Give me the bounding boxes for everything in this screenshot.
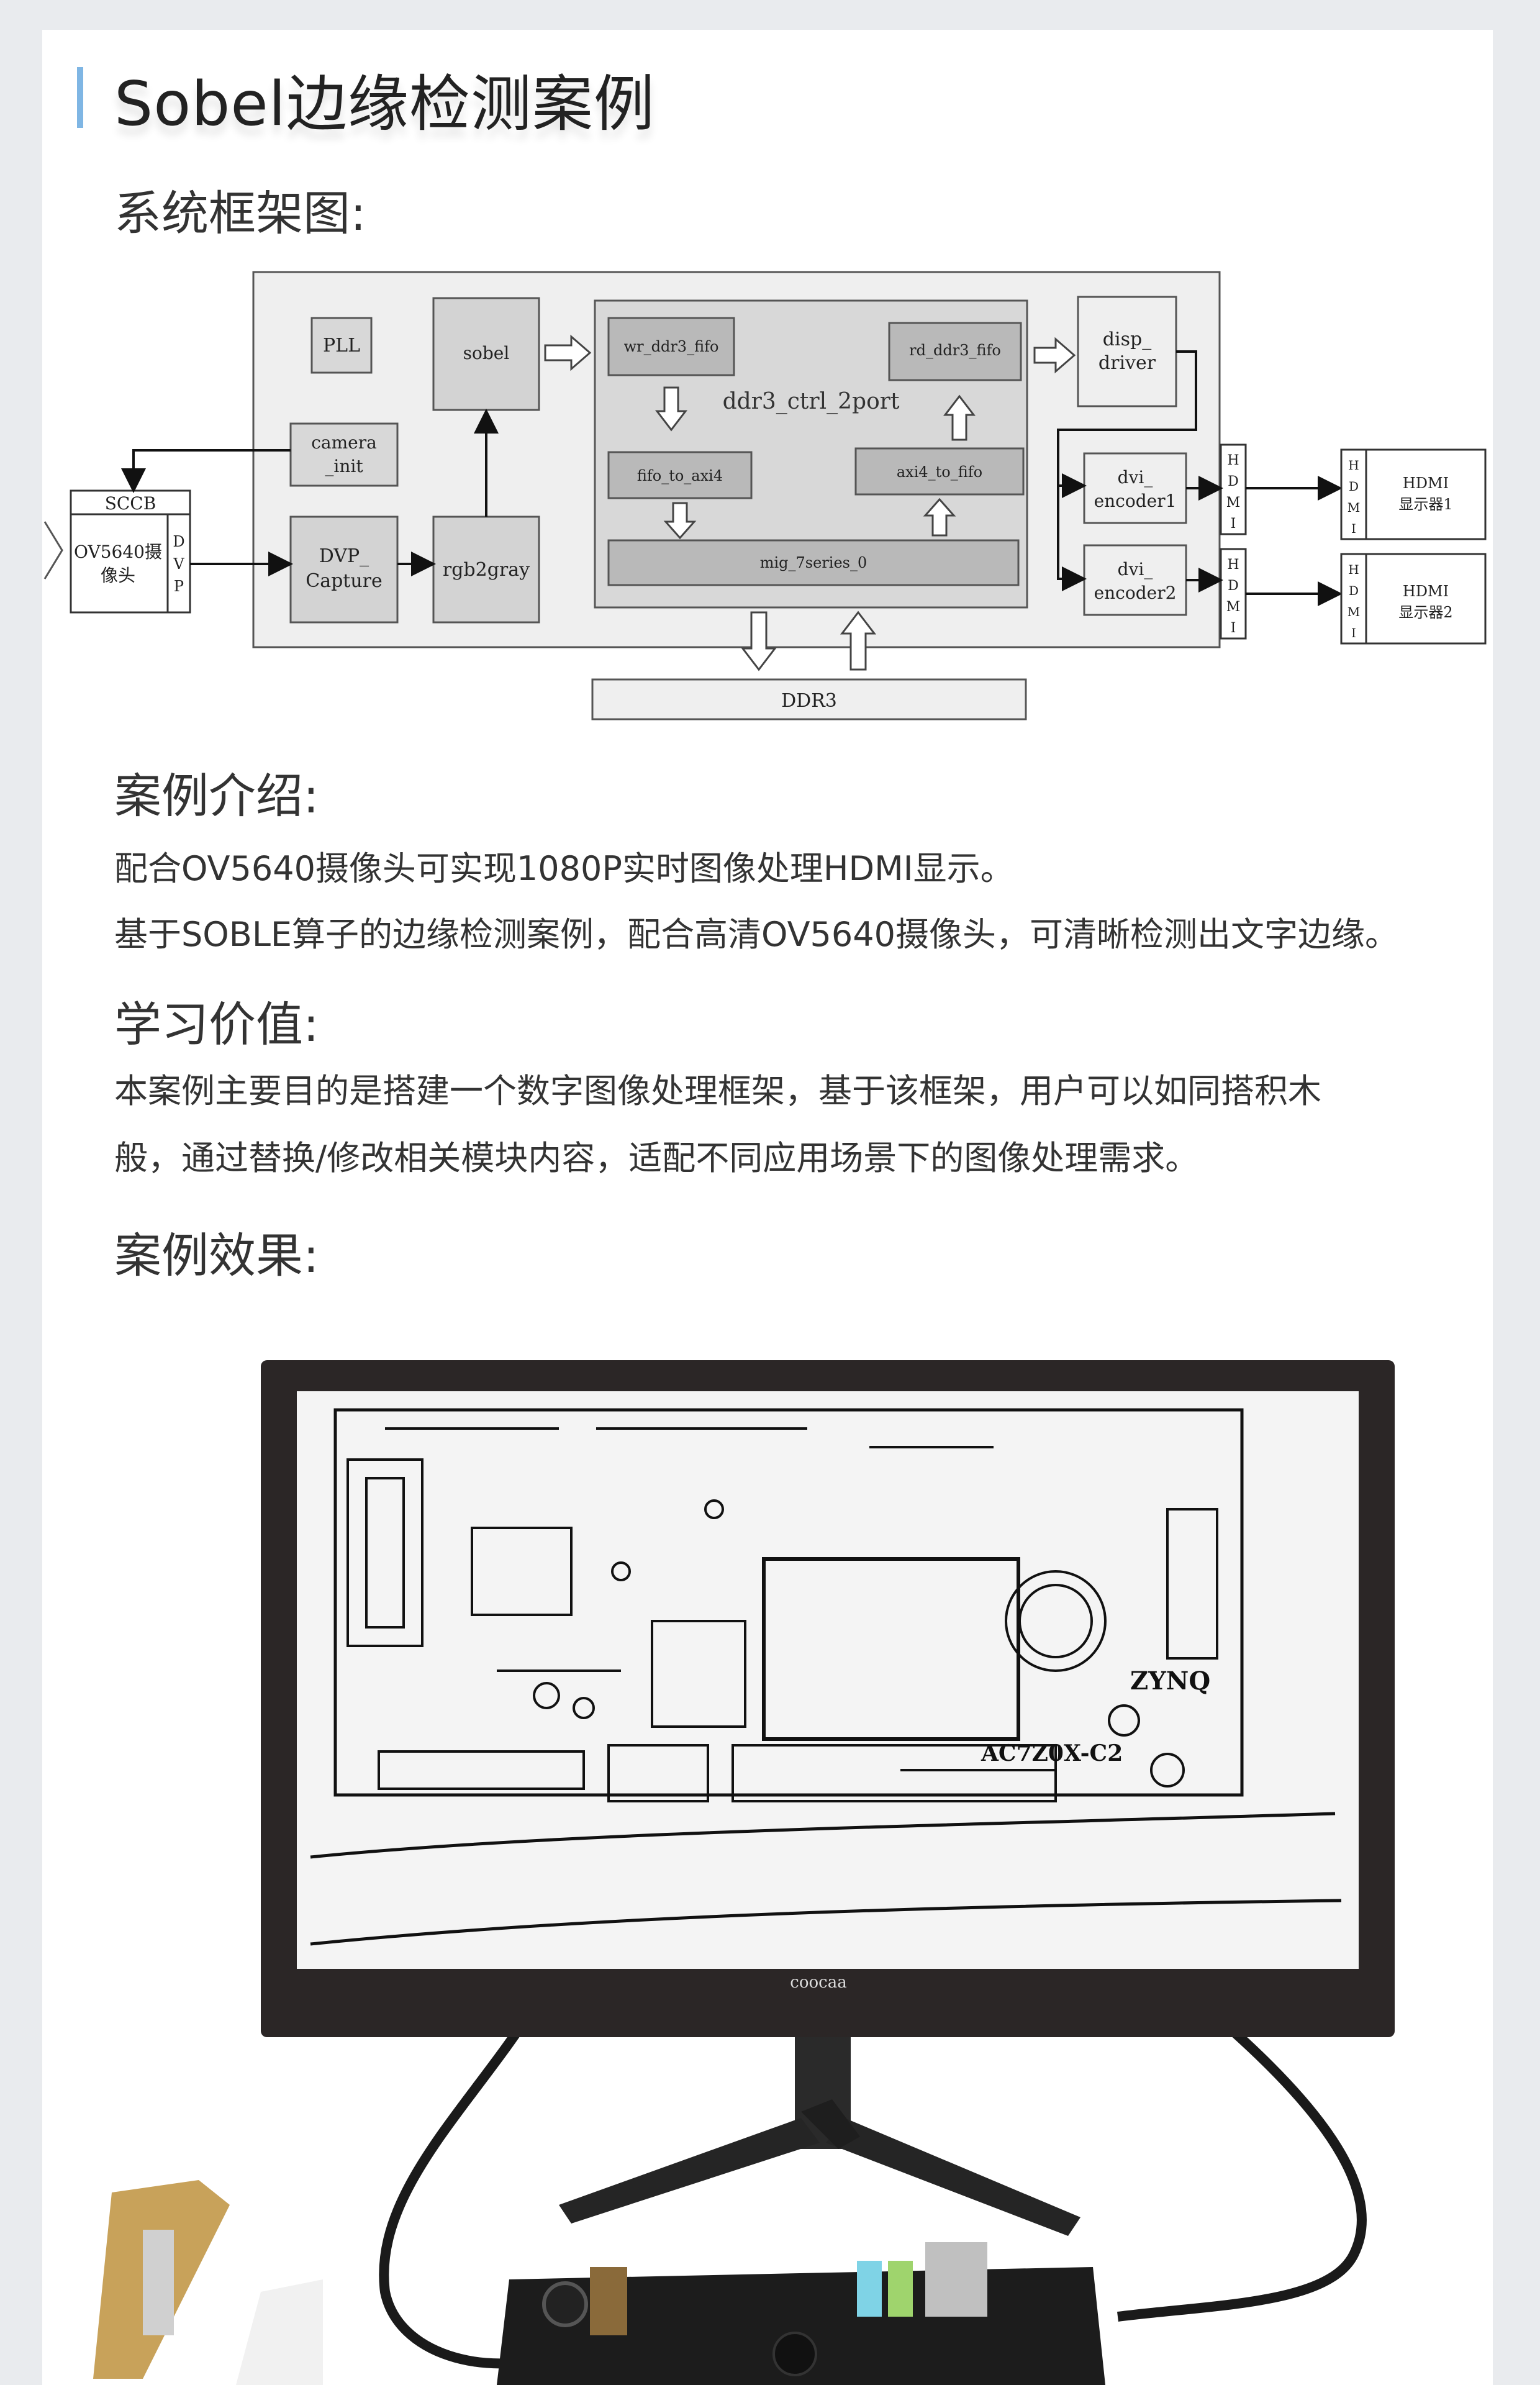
hdmi1-i: I <box>1231 516 1236 532</box>
hdmi2-m: M <box>1226 599 1241 615</box>
display2-m: M <box>1348 604 1360 619</box>
monitor-stand-leg-right <box>826 2118 1080 2236</box>
page-title: Sobel边缘检测案例 <box>114 69 655 140</box>
board-camera-module <box>590 2267 627 2335</box>
wr-fifo-block <box>607 317 735 376</box>
board-label-model: AC7Z0X-C2 <box>981 1740 1123 1766</box>
disp-driver-label-2: driver <box>1098 352 1156 374</box>
section-effect-heading: 案例效果: <box>114 1228 319 1283</box>
section-framework-heading: 系统框架图: <box>114 186 366 241</box>
display2-h: H <box>1348 562 1359 577</box>
hdmi-cable-left <box>379 2003 561 2369</box>
display1-i: I <box>1351 521 1356 536</box>
hdmi-cable-right <box>1117 2002 1367 2322</box>
effect-photo: coocaa ZYNQ AC7Z0X-C2 <box>93 1360 1395 2385</box>
title-accent-bar <box>77 67 83 128</box>
hdmi2-i: I <box>1231 620 1236 636</box>
pll-block <box>310 317 373 374</box>
rgb2gray-label: rgb2gray <box>443 559 530 581</box>
display2-label-2: 显示器2 <box>1398 604 1452 621</box>
sobel-label: sobel <box>463 343 510 363</box>
display1-label-1: HDMI <box>1403 475 1449 492</box>
fifo-to-axi4-block <box>607 451 753 499</box>
side-board-connector <box>143 2230 174 2335</box>
display2-d: D <box>1349 583 1359 598</box>
ov5640-camera-block <box>70 489 191 614</box>
section-value-heading: 学习价值: <box>114 997 319 1052</box>
pll-label: PLL <box>323 335 360 357</box>
dvp-v-label-p: P <box>174 578 184 595</box>
rd-fifo-label: rd_ddr3_fifo <box>909 342 1001 359</box>
axi4-to-fifo-block <box>854 447 1025 496</box>
sobel-block <box>432 297 540 411</box>
ov5640-label-2: 像头 <box>101 565 135 586</box>
dvp-v-label-d: D <box>173 533 184 550</box>
hdmi1-d: D <box>1228 474 1239 489</box>
dvi-encoder2-label-2: encoder2 <box>1094 583 1177 603</box>
board-label-zynq: ZYNQ <box>1130 1666 1210 1696</box>
hdmi-display1 <box>1340 448 1487 540</box>
wr-fifo-label: wr_ddr3_fifo <box>624 338 719 355</box>
sccb-label: SCCB <box>105 493 156 514</box>
disp-driver-block <box>1077 296 1177 407</box>
dvi-encoder1-label-2: encoder1 <box>1094 491 1177 511</box>
display2-i: I <box>1351 625 1356 640</box>
rd-fifo-block <box>888 322 1022 381</box>
sobel-edge-board-image <box>310 1408 1342 1946</box>
camera-init-block <box>289 422 399 487</box>
board-ethernet-port <box>925 2242 987 2317</box>
ov5640-label-1: OV5640摄 <box>74 542 162 562</box>
ddr3-block <box>591 678 1027 720</box>
hdmi1-m: M <box>1226 495 1241 511</box>
display1-d: D <box>1349 479 1359 494</box>
dvi-encoder2-label-1: dvi_ <box>1118 559 1153 579</box>
section-intro-heading: 案例介绍: <box>114 768 319 824</box>
fifo-to-axi4-label: fifo_to_axi4 <box>637 467 723 484</box>
display2-label-1: HDMI <box>1403 583 1449 600</box>
mig-block <box>607 539 1020 586</box>
value-line-1: 本案例主要目的是搭建一个数字图像处理框架，基于该框架，用户可以如同搭积木 <box>114 1071 1321 1111</box>
disp-driver-label-1: disp_ <box>1103 329 1151 350</box>
display1-m: M <box>1348 500 1360 515</box>
camera-init-label-2: _init <box>325 456 363 476</box>
dvp-capture-label-1: DVP_ <box>319 545 369 567</box>
camera-lens-shape <box>43 521 63 579</box>
dvp-capture-block <box>289 516 399 624</box>
value-line-2: 般，通过替换/修改相关模块内容，适配不同应用场景下的图像处理需求。 <box>114 1138 1199 1178</box>
intro-line-2: 基于SOBLE算子的边缘检测案例，配合高清OV5640摄像头，可清晰检测出文字边… <box>114 915 1398 954</box>
board-audio-jack-blue <box>857 2261 882 2317</box>
system-framework-diagram: PLL sobel camera _init DVP_ Capture rgb2… <box>43 271 1487 720</box>
ddr3-ctrl-label: ddr3_ctrl_2port <box>723 389 900 414</box>
dvp-v-label-v: V <box>173 555 184 573</box>
hdmi2-d: D <box>1228 578 1239 594</box>
ddr3-label: DDR3 <box>781 690 837 712</box>
dvi-encoder1-block <box>1083 452 1187 524</box>
intro-line-1: 配合OV5640摄像头可实现1080P实时图像处理HDMI显示。 <box>114 849 1014 888</box>
mig-label: mig_7series_0 <box>760 554 867 571</box>
dvi-encoder1-label-1: dvi_ <box>1118 467 1153 488</box>
camera-init-label-1: camera <box>311 432 377 453</box>
hdmi1-h: H <box>1227 453 1239 468</box>
monitor-screen <box>297 1391 1359 1969</box>
monitor-brand-label: coocaa <box>790 1973 846 1992</box>
display1-label-2: 显示器1 <box>1398 496 1452 513</box>
rgb2gray-block <box>432 516 540 624</box>
hdmi2-h: H <box>1227 557 1239 573</box>
display1-h: H <box>1348 458 1359 473</box>
axi4-to-fifo-label: axi4_to_fifo <box>897 463 982 481</box>
board-camera-lens <box>542 2281 588 2327</box>
dvi-encoder2-block <box>1083 544 1187 616</box>
monitor-stand-leg-left <box>559 2118 820 2224</box>
dvp-capture-label-2: Capture <box>306 570 383 592</box>
board-audio-jack-green <box>888 2261 913 2317</box>
